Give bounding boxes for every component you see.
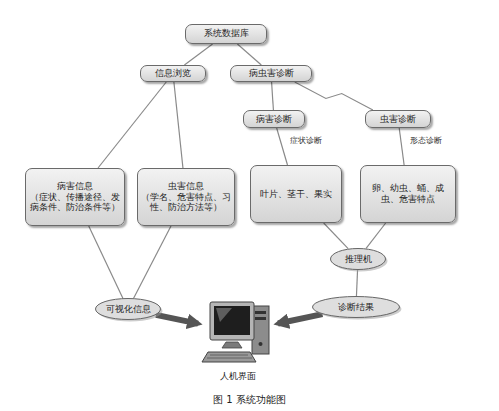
rounded-box: 叶片、茎干、果实 xyxy=(250,165,342,223)
rounded-box: 病虫害诊断 xyxy=(230,65,312,82)
rounded-box: 病害诊断 xyxy=(243,110,305,128)
connector-line xyxy=(89,226,123,298)
rounded-box: 虫害信息（学名、危害特点、习性、防治方法等） xyxy=(137,168,235,226)
node-text: 病害诊断 xyxy=(253,114,295,125)
ellipse-shape xyxy=(313,297,400,318)
node-text: 推理机 xyxy=(342,254,375,265)
rounded-box: 信息浏览 xyxy=(140,65,206,82)
connector-line xyxy=(98,82,166,168)
node-text: 卵、幼虫、蛹、成虫、危害特点 xyxy=(361,183,455,204)
connector-line xyxy=(356,270,357,296)
connector-line xyxy=(399,128,404,165)
node-body-text: （症状、传播途径、发病条件、防治条件等） xyxy=(26,192,124,213)
connector-line xyxy=(237,44,261,65)
connector-line xyxy=(134,226,171,298)
connector-line xyxy=(366,223,386,248)
connector-line xyxy=(277,128,288,165)
connector-line xyxy=(272,82,274,110)
node-text: 叶片、茎干、果实 xyxy=(257,189,335,200)
node-body-text: （学名、危害特点、习性、防治方法等） xyxy=(138,192,234,213)
block-arrow xyxy=(156,315,198,324)
node-text: 人机界面 xyxy=(217,371,259,382)
rounded-box: 系统数据库 xyxy=(185,24,267,44)
ellipse-node: 可视化信息 xyxy=(95,298,161,320)
ellipse-node: 诊断结果 xyxy=(312,296,400,318)
connector-line xyxy=(174,82,183,168)
computer-node: 人机界面 xyxy=(198,296,278,384)
node-text: 病虫害诊断 xyxy=(246,68,297,79)
connector-line xyxy=(184,44,212,65)
computer-illustration xyxy=(198,296,278,368)
rounded-box: 病害信息（症状、传播途径、发病条件、防治条件等） xyxy=(25,168,125,226)
edge-label: 症状诊断 xyxy=(290,135,322,146)
ellipse-node: 推理机 xyxy=(330,248,386,270)
connector-line xyxy=(295,82,373,110)
node-text: 虫害信息 xyxy=(165,181,207,192)
ellipse-shape xyxy=(331,249,386,270)
node-text: 系统数据库 xyxy=(201,28,252,39)
edge-label: 形态诊断 xyxy=(410,135,442,146)
rounded-box: 卵、幼虫、蛹、成虫、危害特点 xyxy=(360,165,456,223)
node-text: 病害信息 xyxy=(54,181,96,192)
rounded-box: 虫害诊断 xyxy=(365,110,431,128)
block-arrow xyxy=(278,314,322,323)
ellipse-shape xyxy=(96,299,161,320)
node-text: 虫害诊断 xyxy=(377,114,419,125)
connector-line xyxy=(324,223,349,249)
figure-caption: 图 1 系统功能图 xyxy=(0,393,499,407)
node-text: 诊断结果 xyxy=(335,302,377,313)
node-text: 可视化信息 xyxy=(103,304,154,315)
node-text: 信息浏览 xyxy=(152,68,194,79)
